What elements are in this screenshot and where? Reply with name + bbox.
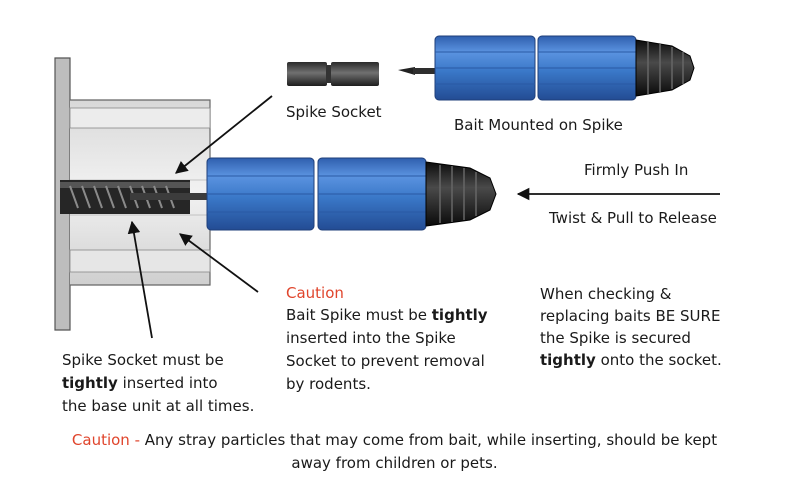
- checking-line-2: replacing baits BE SURE: [540, 307, 721, 325]
- checking-line-1: When checking &: [540, 285, 672, 303]
- spike-socket-part: [287, 62, 379, 86]
- checking-line-4: tightly onto the socket.: [540, 350, 722, 371]
- checking-line-4b: onto the socket.: [595, 351, 722, 369]
- caution-line-1: Bait Spike must be tightly: [286, 305, 488, 326]
- footer-caution: Caution -: [71, 431, 140, 449]
- twist-pull-label: Twist & Pull to Release: [549, 209, 717, 227]
- caution-line-2: inserted into the Spike: [286, 329, 456, 347]
- arrow-caution: [178, 233, 259, 293]
- socket-note-line-2b: inserted into: [117, 374, 218, 392]
- caution-line-3: Socket to prevent removal: [286, 352, 485, 370]
- footer-text-1: Any stray particles that may come from b…: [140, 431, 718, 449]
- spike-socket-label: Spike Socket: [286, 103, 382, 121]
- checking-line-3: the Spike is secured: [540, 329, 691, 347]
- caution-heading: Caution: [286, 284, 344, 302]
- installed-spike-socket: [60, 180, 212, 214]
- bait-on-spike: [398, 35, 695, 101]
- footer-line-1: Caution - Any stray particles that may c…: [0, 430, 789, 451]
- arrow-spike-socket: [175, 95, 273, 174]
- footer-line-2: away from children or pets.: [291, 454, 498, 472]
- inserted-bait: [206, 157, 497, 231]
- firmly-push-label: Firmly Push In: [584, 161, 689, 179]
- checking-line-4a: tightly: [540, 351, 596, 369]
- caution-line-4: by rodents.: [286, 375, 371, 393]
- base-unit: [54, 57, 211, 331]
- socket-note-line-2a: tightly: [62, 374, 118, 392]
- caution-line-1a: Bait Spike must be: [286, 306, 432, 324]
- caution-line-1b: tightly: [431, 306, 488, 324]
- socket-note-line-2: tightly inserted into: [62, 373, 218, 394]
- socket-note-line-3: the base unit at all times.: [62, 397, 255, 415]
- socket-note-line-1: Spike Socket must be: [62, 351, 224, 369]
- bait-mounted-label: Bait Mounted on Spike: [454, 116, 623, 134]
- pointer-arrows: [127, 95, 720, 339]
- arrow-socket-note: [127, 220, 153, 339]
